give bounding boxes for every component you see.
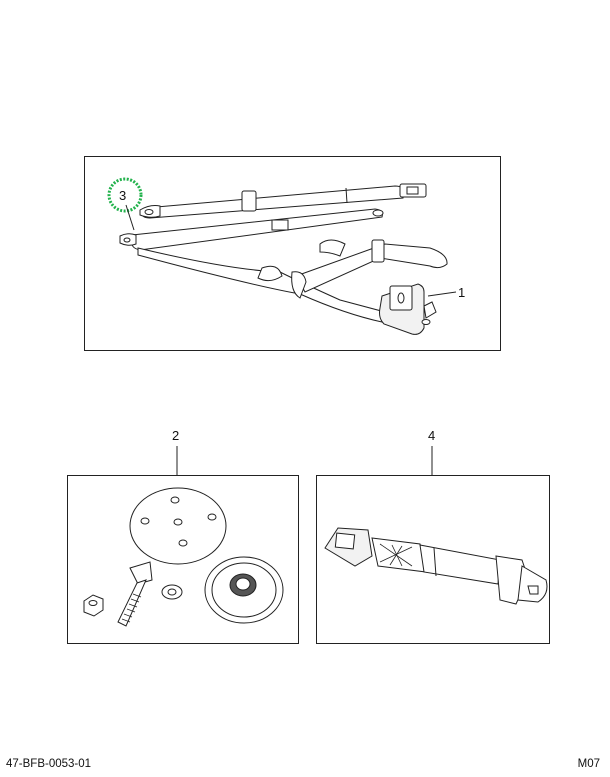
retractor-slot — [397, 292, 405, 304]
webbing-seam — [433, 547, 437, 577]
callout-1-leader — [427, 291, 457, 297]
cover-cross-hatch — [379, 543, 413, 567]
nut-bore — [88, 600, 98, 606]
plate-hole-right — [207, 513, 217, 521]
bolt-threads — [121, 593, 142, 623]
strap-cover — [371, 537, 427, 573]
anchor-hole — [144, 209, 154, 215]
plate-hole-center — [173, 518, 183, 526]
strap-guide — [291, 271, 307, 299]
callout-3-leader — [125, 204, 135, 231]
sheet-code: M07 — [577, 758, 600, 770]
plate-hole-top — [170, 496, 180, 504]
callout-2-label: 2 — [172, 428, 180, 443]
retractor-mount-tab — [423, 301, 437, 319]
strap-twist — [257, 265, 283, 282]
buckle-push-button — [334, 532, 356, 550]
callout-4-label: 4 — [428, 428, 436, 443]
bolt-head — [129, 561, 153, 585]
callout-1-label: 1 — [458, 285, 466, 300]
washer-bore — [167, 588, 177, 596]
anchor-hardware-illustration — [83, 487, 284, 627]
callout-3-highlight — [107, 177, 143, 213]
strap-label — [271, 219, 289, 231]
buckle-strap — [295, 243, 448, 293]
strap-webbing — [419, 544, 501, 585]
backing-plate — [129, 487, 227, 565]
callout-3-label: 3 — [119, 188, 127, 203]
buckle-strap-illustration — [324, 527, 548, 605]
plate-hole-left — [140, 517, 150, 525]
plate-hole-bottom — [178, 539, 188, 547]
retractor-mount-hole — [421, 319, 431, 325]
latch-slot — [406, 186, 419, 195]
strap-end-eye — [372, 209, 384, 217]
three-point-belt-illustration — [119, 183, 448, 335]
buckle-strap-loop — [319, 239, 346, 257]
strap-seam — [345, 187, 348, 204]
end-anchor-plate — [517, 565, 548, 603]
escutcheon-bore — [235, 577, 251, 591]
drawing-number: 47-BFB-0053-01 — [6, 758, 92, 770]
buckle-cover — [371, 239, 385, 263]
lower-anchor-hole — [123, 237, 131, 243]
strap-adjuster — [241, 190, 257, 212]
anchor-plate-hole — [527, 585, 539, 595]
